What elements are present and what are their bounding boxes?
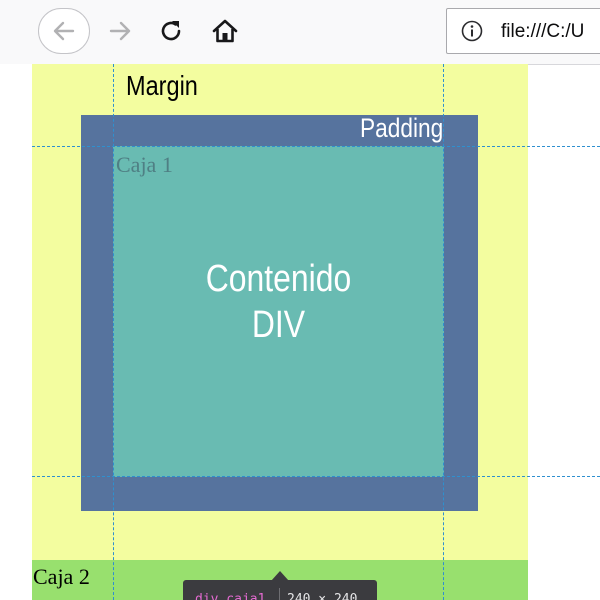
arrow-right-icon bbox=[109, 21, 131, 41]
devtools-tooltip: div.caja1 240 × 240 bbox=[183, 580, 377, 600]
margin-label: Margin bbox=[126, 70, 198, 101]
content-label-line-1: Contenido bbox=[205, 258, 352, 300]
content-area bbox=[113, 146, 444, 477]
box-2-label: Caja 2 bbox=[33, 564, 90, 589]
reload-icon bbox=[161, 21, 181, 41]
tooltip-element-size: 240 × 240 bbox=[287, 592, 358, 600]
guide-line-right bbox=[443, 64, 444, 600]
url-text: file:///C:/U bbox=[501, 21, 585, 42]
arrow-left-icon bbox=[53, 21, 75, 41]
reload-button[interactable] bbox=[150, 10, 192, 52]
page-left-gutter bbox=[0, 64, 32, 600]
browser-toolbar: file:///C:/U bbox=[0, 0, 600, 65]
box-1-label: Caja 1 bbox=[116, 152, 173, 177]
guide-line-left bbox=[113, 64, 114, 600]
guide-line-top bbox=[32, 146, 600, 147]
url-bar[interactable]: file:///C:/U bbox=[446, 8, 600, 54]
back-button[interactable] bbox=[38, 8, 90, 54]
forward-button[interactable] bbox=[100, 10, 140, 52]
tooltip-arrow bbox=[271, 571, 289, 581]
content-label-line-2: DIV bbox=[251, 304, 306, 346]
tooltip-divider bbox=[279, 588, 280, 600]
tooltip-element-name: div.caja1 bbox=[195, 592, 266, 600]
content-label: Contenido DIV bbox=[139, 256, 417, 348]
padding-label: Padding bbox=[360, 113, 444, 143]
home-icon bbox=[212, 19, 238, 43]
home-button[interactable] bbox=[203, 10, 247, 52]
info-icon[interactable] bbox=[461, 20, 483, 42]
guide-line-bottom bbox=[32, 476, 600, 477]
